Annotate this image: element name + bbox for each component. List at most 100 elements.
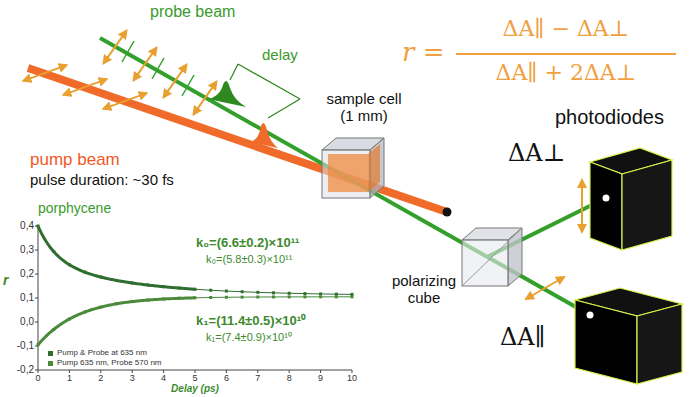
- tick: [132, 370, 133, 373]
- legend-row: Pump & Probe at 635 nm: [48, 348, 162, 358]
- text-label: 9: [311, 373, 331, 383]
- detector-spot: [603, 195, 610, 202]
- data-point: [52, 328, 55, 331]
- polarization-arrow: [23, 65, 66, 81]
- polarization-arrow: [526, 277, 564, 299]
- polarization-arrow: [103, 93, 146, 109]
- text-label: 10: [342, 373, 362, 383]
- text-label: 2: [91, 373, 111, 383]
- text-label: -0,2: [2, 364, 34, 376]
- text-label: polarizing cube: [384, 272, 464, 307]
- tick: [320, 370, 321, 373]
- legend-text: Pump & Probe at 635 nm: [57, 348, 147, 358]
- tick: [163, 370, 164, 373]
- data-point: [209, 296, 212, 299]
- text-label: 4: [154, 373, 174, 383]
- text-label: ΔA∥: [500, 324, 546, 352]
- tick: [35, 298, 38, 299]
- polarization-arrow: [194, 82, 217, 115]
- data-point: [99, 276, 102, 279]
- polarization-arrow: [134, 48, 157, 81]
- polarization-arrow: [63, 79, 106, 95]
- beam-stop: [443, 208, 452, 217]
- text-label: -0,1: [2, 340, 34, 352]
- data-point: [162, 298, 165, 301]
- data-point: [178, 287, 181, 290]
- data-point: [209, 289, 212, 292]
- chart-legend: Pump & Probe at 635 nmPump 635 nm, Probe…: [48, 348, 162, 368]
- text-label: 5: [185, 373, 205, 383]
- data-point: [84, 271, 87, 274]
- tick: [69, 370, 70, 373]
- data-curve: [195, 289, 352, 294]
- data-point: [115, 302, 118, 305]
- text-label: 0,1: [2, 292, 34, 304]
- text-label: k₀=(5.8±0.3)×10¹¹: [206, 253, 292, 266]
- text-label: ΔA∥ + 2ΔA⊥: [456, 60, 676, 85]
- tick: [38, 370, 39, 373]
- data-point: [68, 318, 71, 321]
- data-point: [256, 296, 259, 299]
- text-label: 8: [279, 373, 299, 383]
- tick: [195, 370, 196, 373]
- polarization-arrow: [104, 31, 127, 64]
- tick: [289, 370, 290, 373]
- data-point: [256, 291, 259, 294]
- text-label: Delay (ps): [165, 383, 225, 395]
- text-label: k₁=(7.4±0.9)×10¹⁰: [206, 331, 292, 344]
- data-point: [131, 281, 134, 284]
- data-point: [178, 297, 181, 300]
- text-label: 0,0: [2, 316, 34, 328]
- tick: [100, 370, 101, 373]
- text-label: probe beam: [150, 3, 235, 21]
- data-point: [115, 279, 118, 282]
- text-label: ΔA⊥: [508, 140, 565, 168]
- data-point: [335, 295, 338, 298]
- text-label: delay: [262, 46, 298, 63]
- text-label: 6: [216, 373, 236, 383]
- detector-spot: [587, 312, 594, 319]
- data-point: [68, 263, 71, 266]
- text-label: sample cell (1 mm): [318, 90, 410, 125]
- data-point: [288, 292, 291, 295]
- data-curve: [38, 226, 195, 289]
- data-point: [99, 306, 102, 309]
- text-label: 0,4: [2, 220, 34, 232]
- text-label: 7: [248, 373, 268, 383]
- legend-swatch: [48, 351, 53, 356]
- text-label: 0: [28, 373, 48, 383]
- data-point: [37, 343, 40, 346]
- tick: [35, 322, 38, 323]
- legend-row: Pump 635 nm, Probe 570 nm: [48, 358, 162, 368]
- data-point: [272, 295, 275, 298]
- delay-bracket: [230, 64, 300, 118]
- fraction-bar: [456, 53, 676, 55]
- data-point: [162, 285, 165, 288]
- data-point: [319, 295, 322, 298]
- text-label: photodiodes: [555, 106, 664, 129]
- data-point: [146, 284, 149, 287]
- photodiode-par: [575, 288, 682, 384]
- data-point: [131, 300, 134, 303]
- data-point: [84, 310, 87, 313]
- data-point: [303, 295, 306, 298]
- data-point: [52, 250, 55, 253]
- text-label: porphycene: [38, 200, 111, 216]
- data-curve: [38, 298, 195, 345]
- data-point: [351, 295, 354, 298]
- text-label: ΔA∥ − ΔA⊥: [456, 16, 676, 41]
- text-label: pulse duration: ~30 fs: [30, 171, 174, 188]
- data-point: [335, 293, 338, 296]
- tick: [352, 370, 353, 373]
- data-point: [319, 292, 322, 295]
- data-point: [225, 290, 228, 293]
- polarization-arrow: [581, 180, 583, 232]
- legend-swatch: [48, 361, 53, 366]
- tick: [35, 250, 38, 251]
- data-point: [37, 225, 40, 228]
- sample-cell: [322, 138, 384, 198]
- text-label: r: [3, 272, 8, 288]
- data-point: [241, 296, 244, 299]
